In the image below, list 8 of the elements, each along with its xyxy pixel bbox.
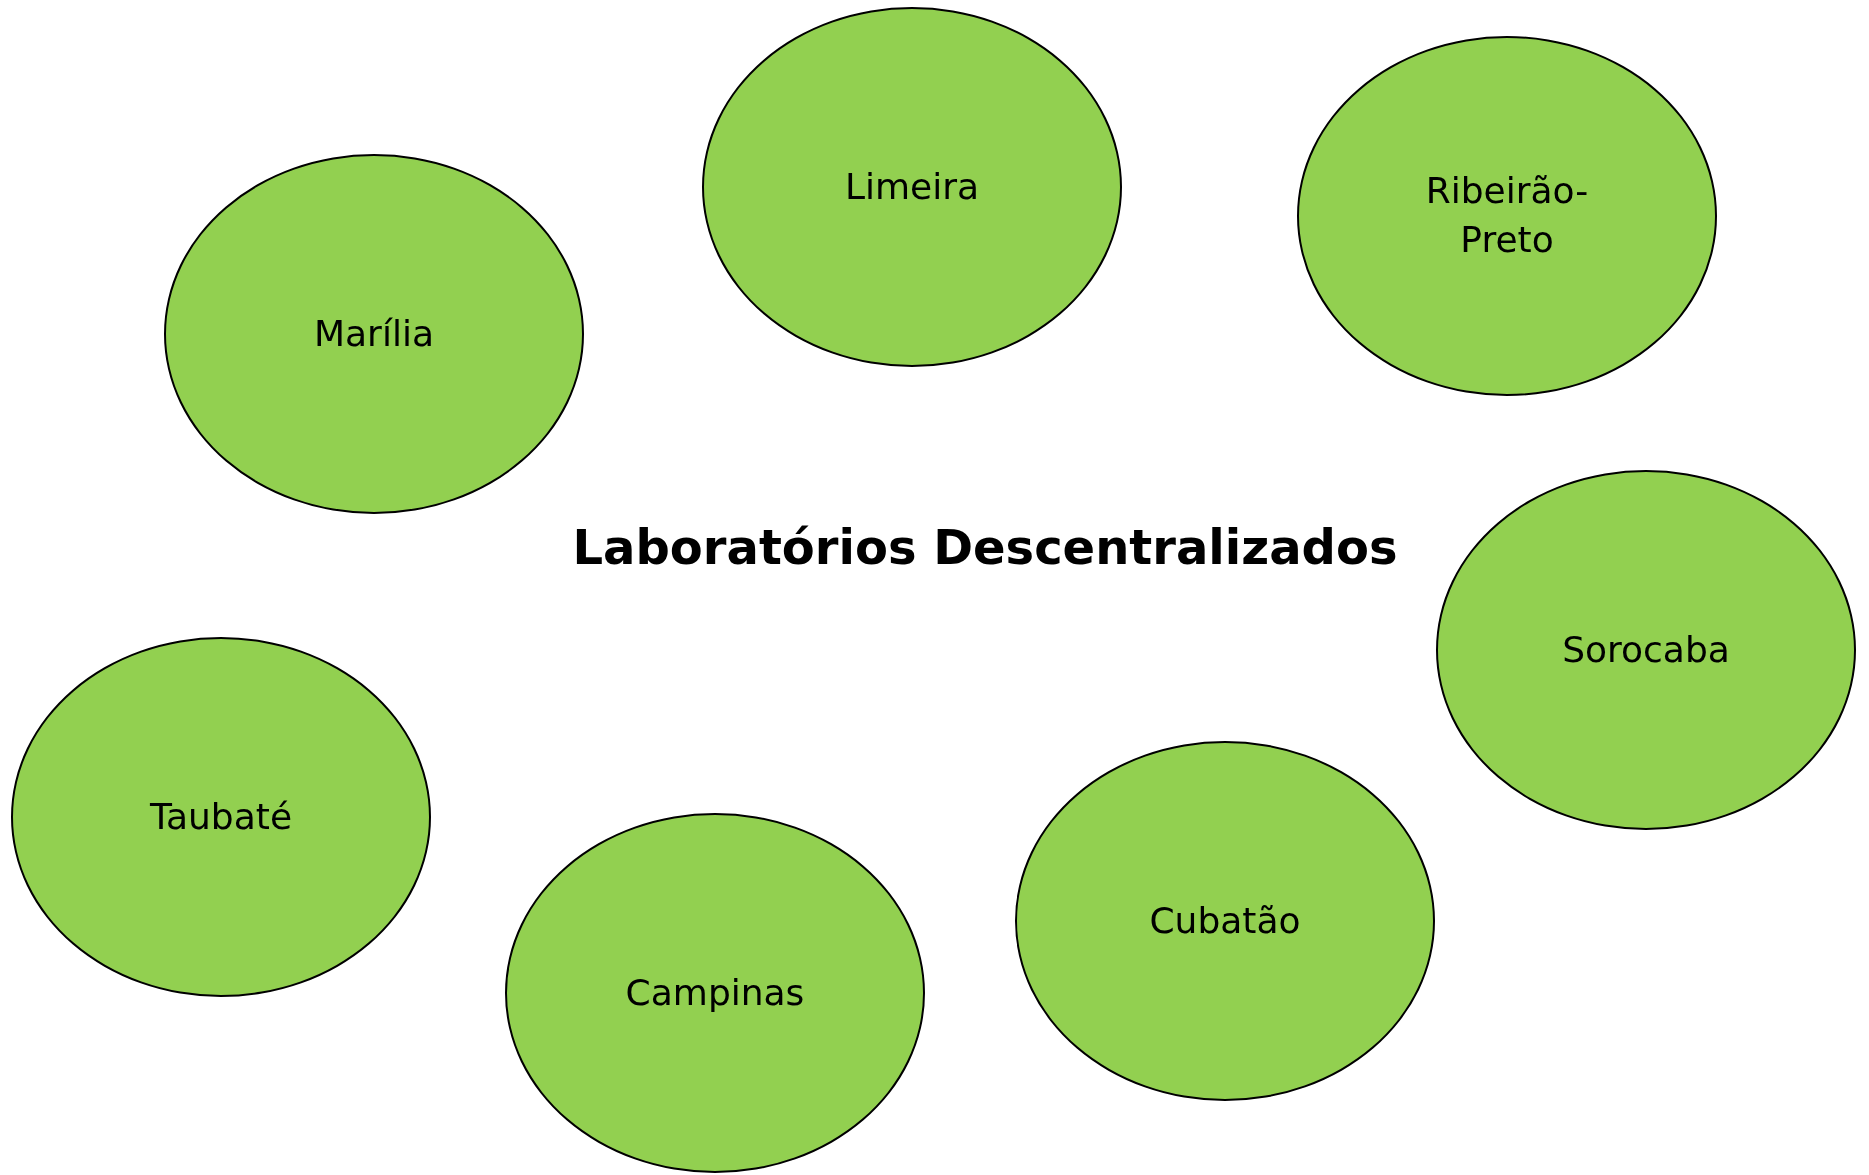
city-name: Sorocaba <box>1562 627 1730 672</box>
city-name: Ribeirão-Preto <box>1424 169 1590 262</box>
city-name: Limeira <box>844 164 980 209</box>
city-name: Marília <box>314 311 434 356</box>
city-name: Campinas <box>625 970 805 1015</box>
diagram-title: Laboratórios Descentralizados <box>572 519 1398 575</box>
city-name: Cubatão <box>1149 898 1301 943</box>
city-name: Taubaté <box>149 794 293 839</box>
